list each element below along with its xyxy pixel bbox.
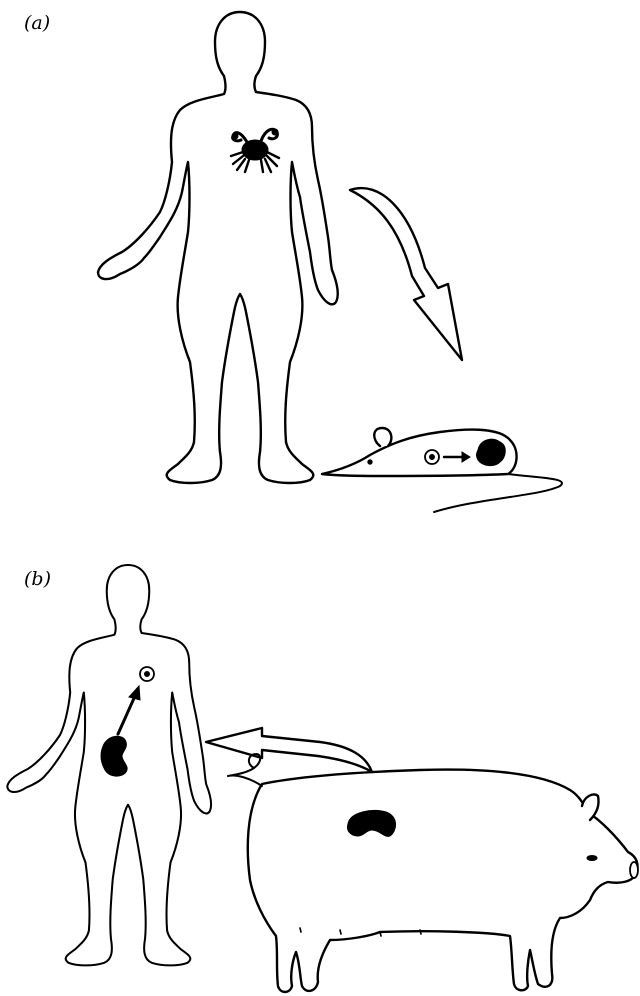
cell-icon xyxy=(425,450,439,464)
panel-a xyxy=(98,12,562,512)
human-figure-icon xyxy=(98,12,338,483)
panel-b xyxy=(7,565,638,992)
cell-icon xyxy=(140,667,154,681)
mouse-icon xyxy=(322,428,562,512)
curved-arrow-down-icon xyxy=(350,188,462,360)
pig-icon xyxy=(228,754,638,992)
curved-arrow-left-icon xyxy=(206,728,372,772)
